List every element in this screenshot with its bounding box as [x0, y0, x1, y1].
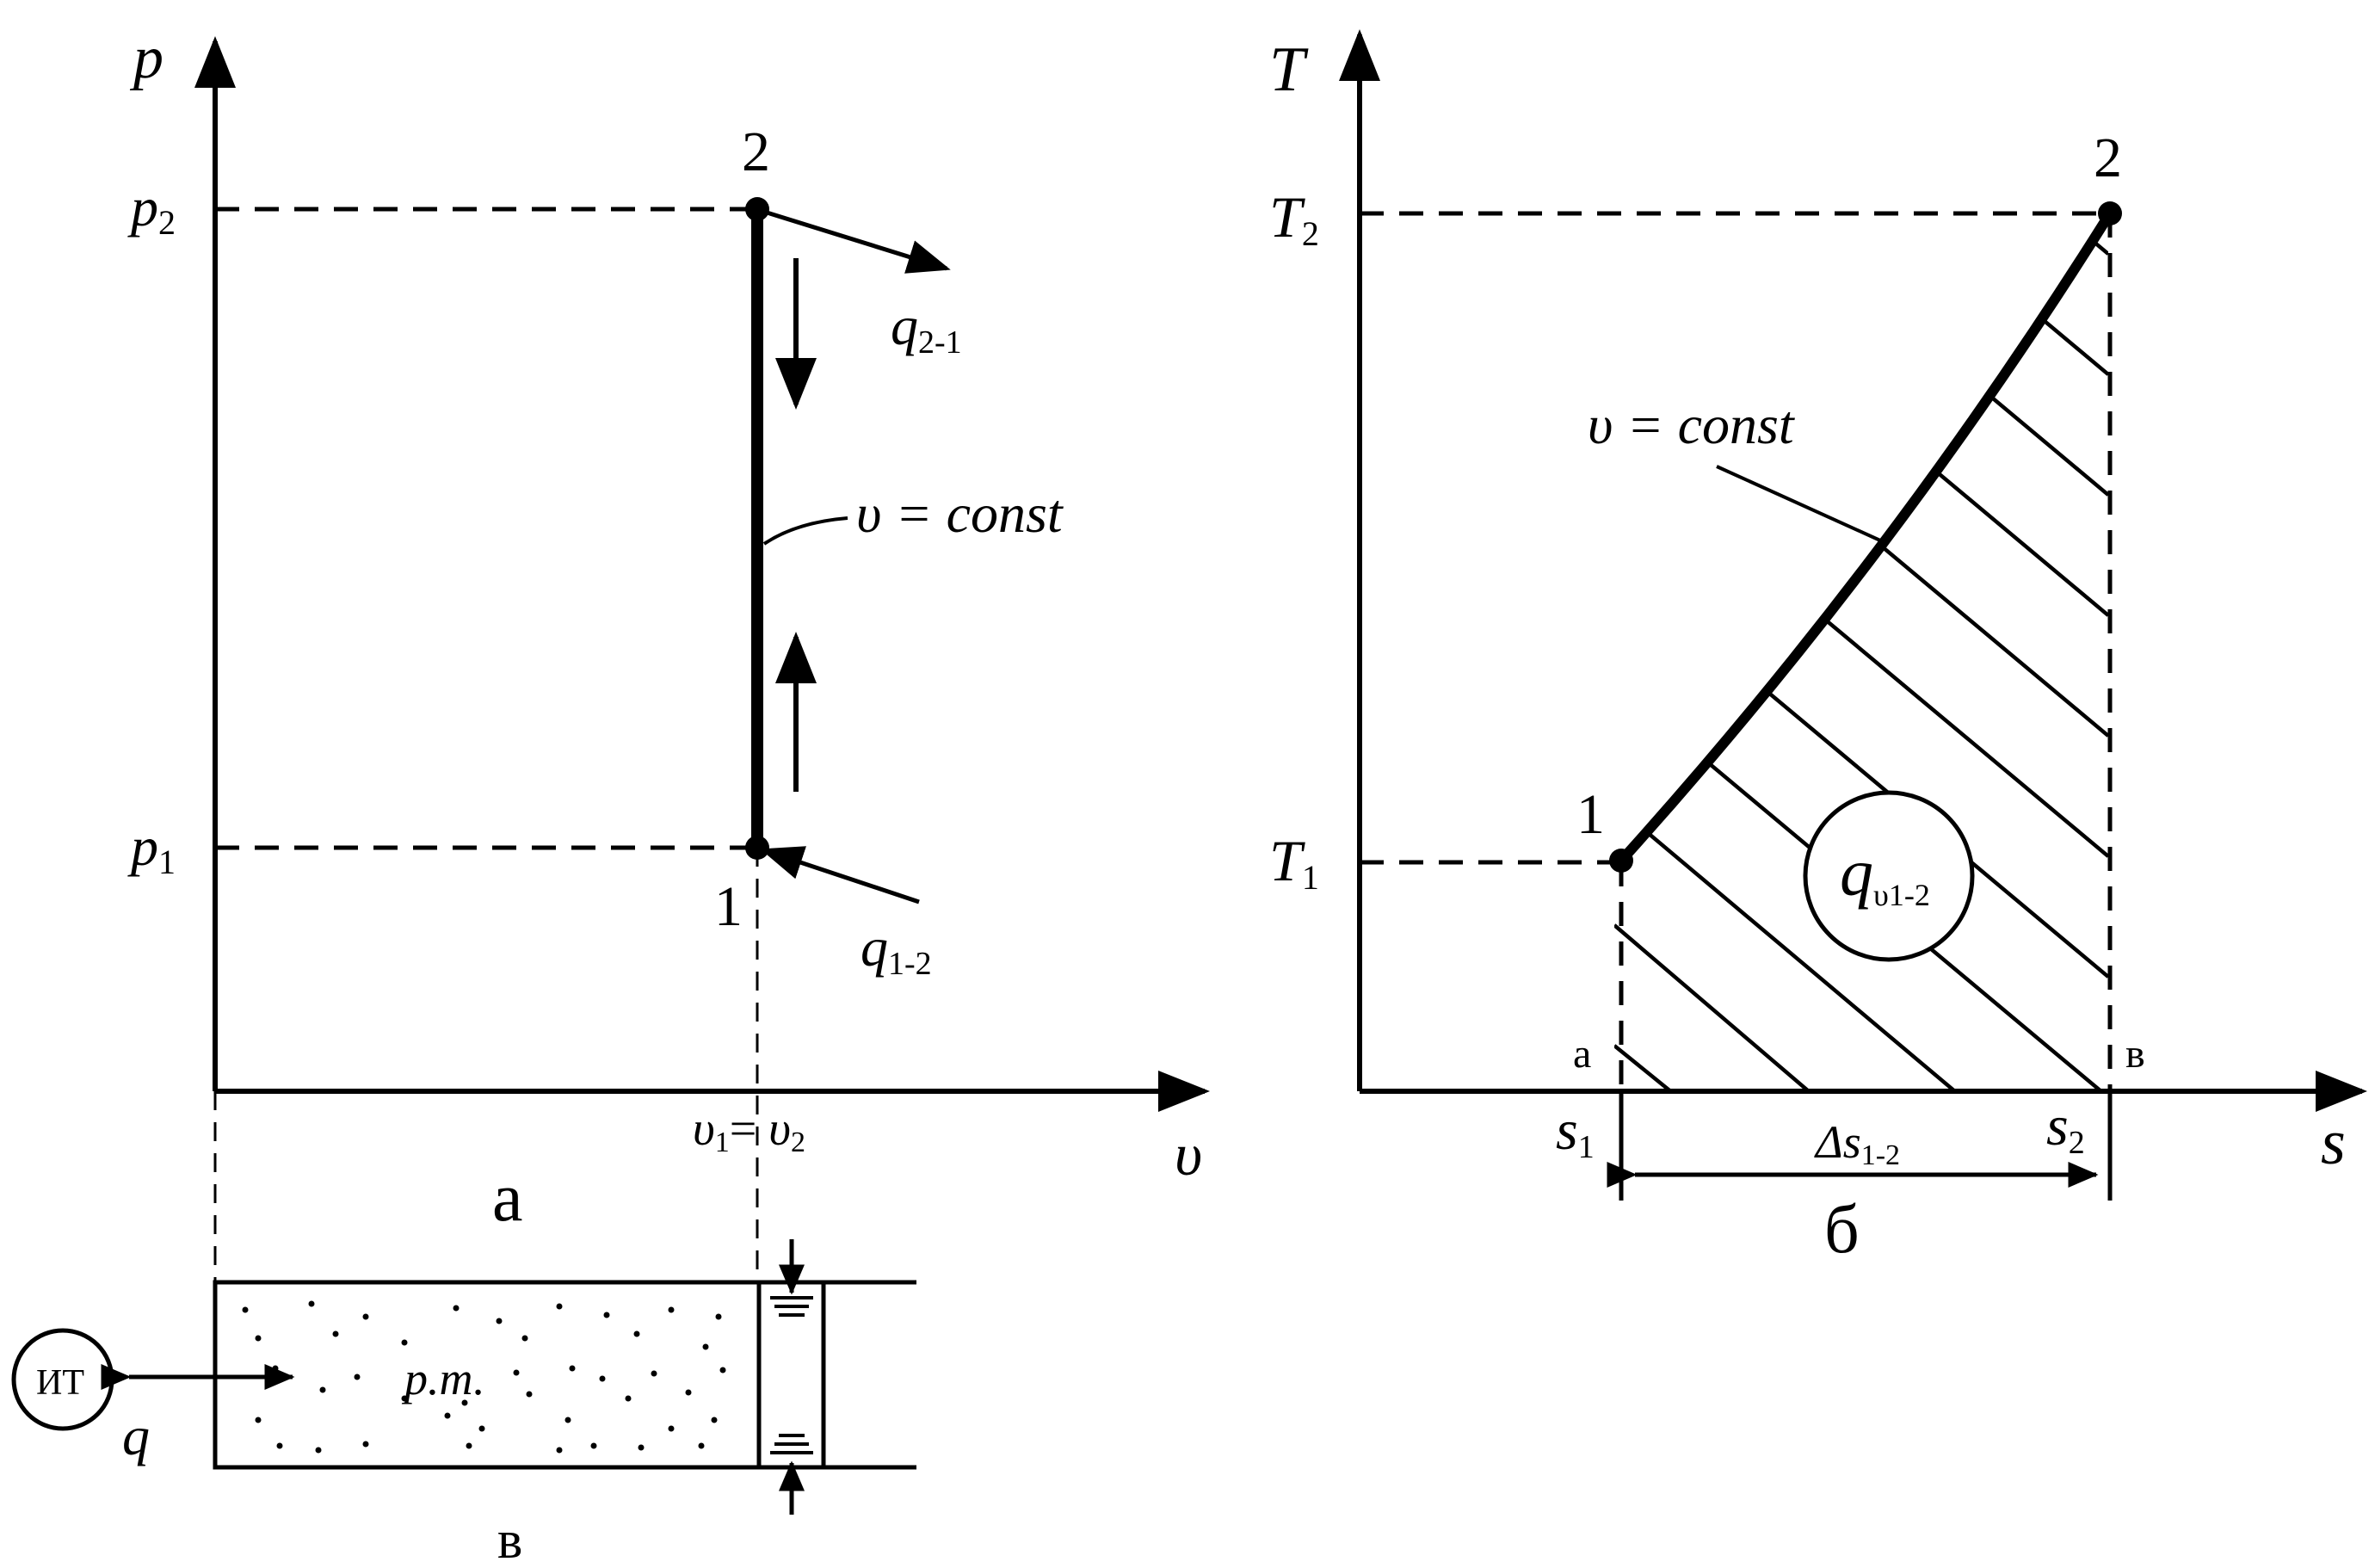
p2-label: p2 — [127, 176, 176, 242]
working-body-label: р.т. — [401, 1353, 485, 1404]
heat-label: q — [122, 1405, 150, 1466]
point-2-label: 2 — [2094, 127, 2122, 189]
label-a: а — [1573, 1031, 1591, 1077]
bottom-stop — [770, 1434, 813, 1515]
ts-diagram: qυ1-2 T s T2 T1 2 1 υ = const а в s1 s2 … — [1269, 29, 2367, 1268]
cylinder-schematic: р.т. ИТ q в — [11, 1239, 916, 1568]
delta-s-label: Δs1-2 — [1814, 1116, 1900, 1171]
working-body-dots — [242, 1300, 726, 1454]
process-leader — [1716, 465, 1881, 542]
heat-in-arrow — [760, 846, 920, 904]
caption-b: б — [1824, 1192, 1860, 1268]
process-label: υ = const — [1588, 394, 1796, 455]
process-leader — [762, 516, 848, 546]
pv-diagram: p υ p2 p1 2 1 q2-1 q1-2 υ = const υ1= υ2… — [127, 25, 1210, 1282]
isochore-curve — [1617, 210, 2115, 865]
T-axis-label: T — [1269, 34, 1309, 105]
T1-label: T1 — [1269, 828, 1319, 897]
point-2-marker — [2098, 201, 2122, 225]
process-label: υ = const — [856, 483, 1064, 544]
q21-label: q2-1 — [891, 295, 962, 361]
point-2-label: 2 — [742, 120, 770, 183]
heat-label: qυ1-2 — [1840, 835, 1930, 912]
cylinder-body — [213, 1280, 762, 1470]
caption-a: а — [492, 1160, 523, 1236]
s1-label: s1 — [1556, 1099, 1595, 1165]
caption-c: в — [497, 1511, 522, 1568]
point-1-label: 1 — [1576, 783, 1605, 846]
s2-label: s2 — [2046, 1095, 2085, 1161]
s-axis-label: s — [2321, 1108, 2346, 1178]
point-1-label: 1 — [714, 875, 743, 938]
piston — [756, 1280, 826, 1470]
v1-v2-label: υ1= υ2 — [693, 1102, 805, 1158]
point-2-marker — [745, 197, 769, 221]
top-stop — [770, 1239, 813, 1317]
label-b: в — [2125, 1031, 2145, 1077]
p1-label: p1 — [127, 816, 176, 881]
p-axis-label: p — [129, 25, 163, 91]
q12-label: q1-2 — [861, 917, 932, 982]
heat-source-label: ИТ — [36, 1363, 84, 1403]
T2-label: T2 — [1269, 184, 1319, 253]
heat-out-arrow — [763, 209, 951, 274]
point-1-marker — [1609, 849, 1633, 873]
v-axis-label: υ — [1175, 1122, 1202, 1188]
heat-circle — [1803, 790, 1975, 962]
